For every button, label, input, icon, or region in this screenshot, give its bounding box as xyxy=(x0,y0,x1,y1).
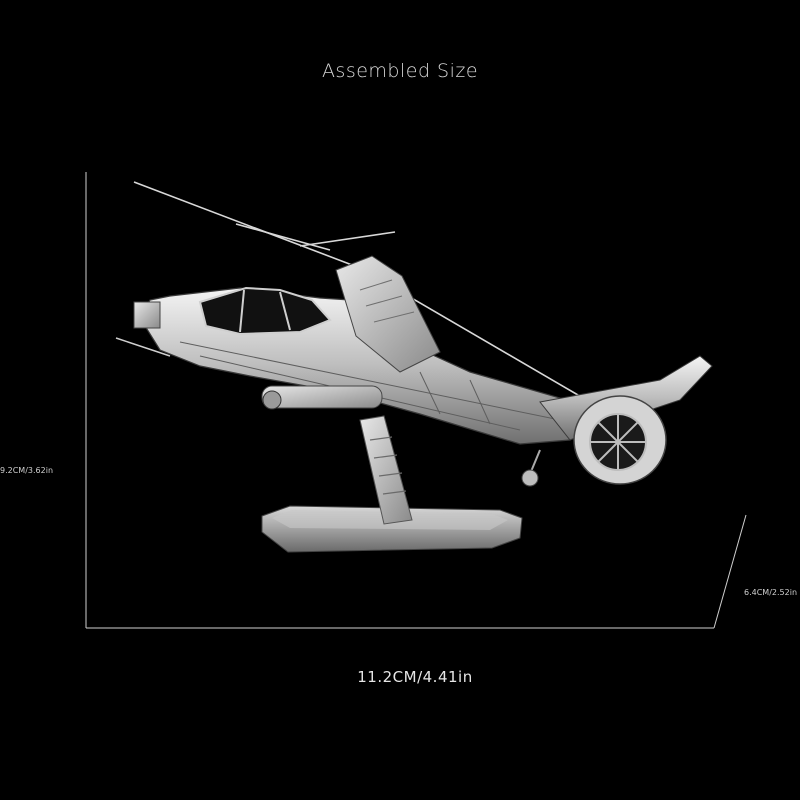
assembled-size-title: Assembled Size xyxy=(321,60,479,82)
width-dimension-label: 11.2CM/4.41in xyxy=(357,668,473,686)
depth-dimension-label: 6.4CM/2.52in xyxy=(744,588,798,597)
display-stand xyxy=(261,415,523,553)
height-dimension-label: 9.2CM/3.62in xyxy=(0,466,54,475)
dimension-guides xyxy=(85,172,747,629)
depth-guide-line xyxy=(713,514,747,629)
helicopter-fuselage xyxy=(115,255,713,487)
